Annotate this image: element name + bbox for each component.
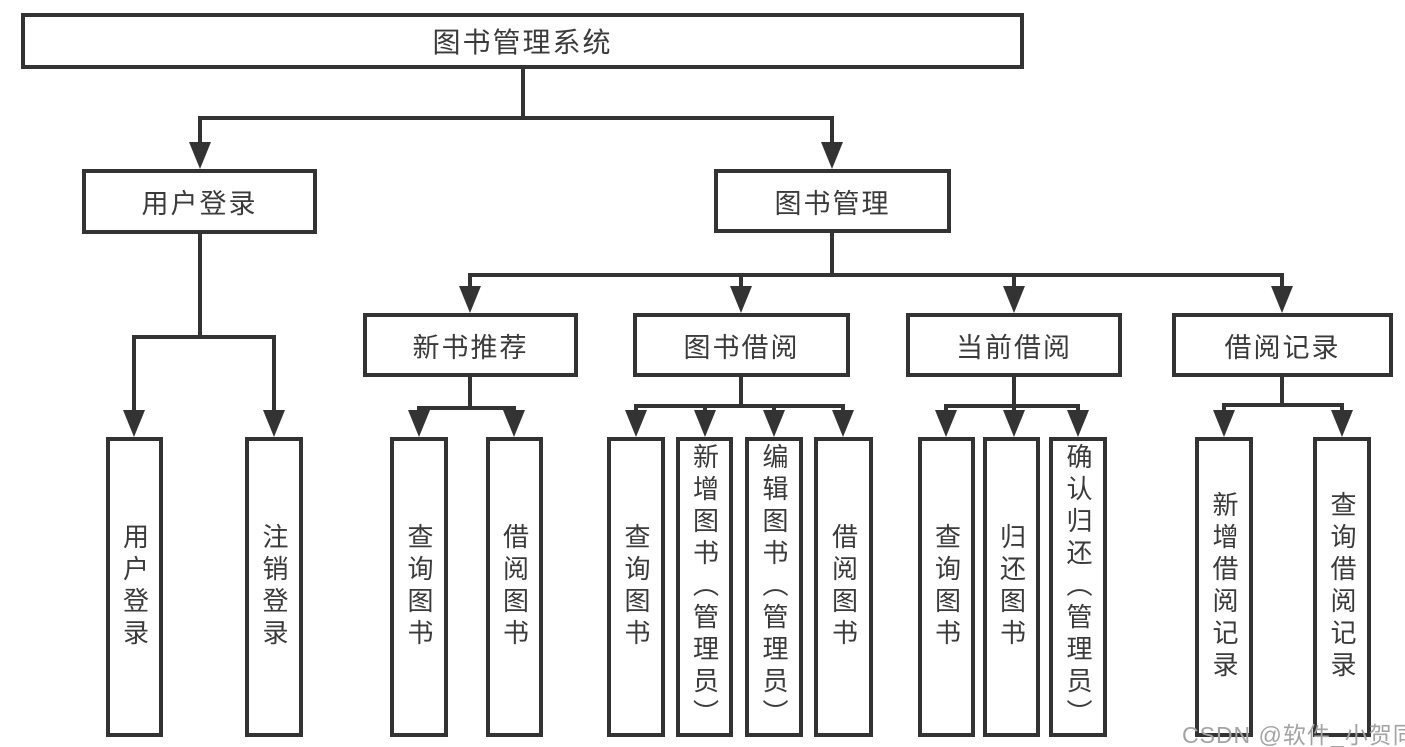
leaf-current-return-book: 归还图书 — [983, 437, 1040, 737]
connector-record-hline — [1222, 403, 1344, 407]
leaf-label: 查询图书 — [404, 523, 434, 651]
node-user-login-label: 用户登录 — [141, 189, 258, 219]
leaf-label: 查询借阅记录 — [1327, 491, 1357, 683]
connector-recommend-drop — [512, 406, 516, 413]
connector-record-drop — [1222, 403, 1226, 413]
connector-user-login-vline — [198, 234, 202, 339]
connector-book-mgmt-hline — [468, 273, 1284, 277]
arrow-down-icon — [694, 410, 716, 437]
connector-root-hline — [198, 116, 834, 120]
connector-recommend-vline — [468, 377, 472, 410]
connector-borrow-drop — [703, 404, 707, 413]
leaf-label: 确认归还（管理员） — [1063, 443, 1093, 731]
connector-user-login-hline — [132, 335, 276, 339]
arrow-down-icon — [1331, 410, 1353, 437]
connector-level3-drop — [1012, 273, 1016, 289]
arrow-down-icon — [1067, 410, 1089, 437]
leaf-label: 查询图书 — [621, 523, 651, 651]
leaf-label: 编辑图书（管理员） — [759, 443, 789, 731]
connector-recommend-hline — [417, 406, 515, 410]
arrow-down-icon — [1213, 410, 1235, 437]
leaf-label: 归还图书 — [996, 523, 1027, 651]
node-book-mgmt: 图书管理 — [714, 169, 951, 233]
connector-current-drop — [1012, 404, 1016, 413]
arrow-down-icon — [730, 286, 752, 313]
arrow-down-icon — [503, 410, 525, 437]
leaf-label: 注销登录 — [259, 523, 289, 651]
connector-root-drop-right — [830, 116, 834, 145]
arrow-down-icon — [123, 410, 145, 437]
connector-level3-drop — [739, 273, 743, 289]
connector-borrow-drop — [634, 404, 638, 413]
leaf-borrow-query-book: 查询图书 — [607, 437, 665, 737]
node-book-mgmt-label: 图书管理 — [774, 188, 891, 219]
connector-record-drop — [1340, 403, 1344, 413]
node-root: 图书管理系统 — [21, 13, 1024, 69]
connector-current-drop — [944, 404, 948, 413]
connector-recommend-drop — [417, 406, 421, 413]
watermark: CSDN @软件_小贺同学 — [1182, 722, 1405, 747]
connector-current-vline — [1012, 377, 1016, 408]
arrow-down-icon — [459, 286, 481, 313]
node-book-borrow-label: 图书借阅 — [683, 332, 800, 363]
connector-level3-drop — [468, 273, 472, 289]
leaf-current-confirm-return-admin: 确认归还（管理员） — [1049, 437, 1107, 737]
leaf-record-query-record: 查询借阅记录 — [1313, 437, 1371, 737]
leaf-borrow-edit-book-admin: 编辑图书（管理员） — [745, 437, 803, 737]
node-user-login: 用户登录 — [82, 169, 317, 234]
connector-root-vline — [521, 69, 525, 120]
connector-user-login-drop — [132, 335, 136, 413]
leaf-user-login: 用户登录 — [106, 437, 163, 737]
node-borrow-record: 借阅记录 — [1172, 313, 1393, 377]
node-root-label: 图书管理系统 — [432, 27, 613, 58]
arrow-down-icon — [821, 142, 843, 169]
leaf-borrow-add-book-admin: 新增图书（管理员） — [676, 437, 733, 737]
leaf-recommend-query-book: 查询图书 — [390, 437, 448, 737]
connector-root-drop-left — [198, 116, 202, 145]
arrow-down-icon — [832, 410, 854, 437]
leaf-label: 借阅图书 — [828, 523, 859, 651]
connector-level3-drop — [1280, 273, 1284, 289]
connector-borrow-vline — [739, 377, 743, 408]
leaf-label: 用户登录 — [119, 523, 150, 651]
arrow-down-icon — [1003, 410, 1025, 437]
leaf-label: 新增图书（管理员） — [689, 443, 720, 731]
leaf-label: 查询图书 — [931, 523, 962, 651]
connector-borrow-drop — [772, 404, 776, 413]
leaf-current-query-book: 查询图书 — [918, 437, 975, 737]
connector-current-drop — [1076, 404, 1080, 413]
leaf-record-add-record: 新增借阅记录 — [1195, 437, 1253, 737]
leaf-borrow-borrow-book: 借阅图书 — [814, 437, 873, 737]
leaf-recommend-borrow-book: 借阅图书 — [486, 437, 543, 737]
node-current-borrow: 当前借阅 — [906, 313, 1122, 377]
leaf-logout-login: 注销登录 — [245, 437, 303, 737]
arrow-down-icon — [625, 410, 647, 437]
leaf-label: 借阅图书 — [499, 523, 530, 651]
node-new-book-recommend-label: 新书推荐 — [412, 332, 529, 363]
leaf-label: 新增借阅记录 — [1209, 491, 1239, 683]
node-current-borrow-label: 当前借阅 — [956, 332, 1072, 363]
connector-user-login-drop — [272, 335, 276, 413]
arrow-down-icon — [189, 142, 211, 169]
arrow-down-icon — [1271, 286, 1293, 313]
arrow-down-icon — [935, 410, 957, 437]
arrow-down-icon — [408, 410, 430, 437]
node-new-book-recommend: 新书推荐 — [363, 313, 578, 377]
arrow-down-icon — [263, 410, 285, 437]
node-borrow-record-label: 借阅记录 — [1224, 332, 1341, 363]
connector-borrow-hline — [634, 404, 845, 408]
arrow-down-icon — [1003, 286, 1025, 313]
node-book-borrow: 图书借阅 — [633, 313, 850, 377]
arrow-down-icon — [763, 410, 785, 437]
connector-borrow-drop — [841, 404, 845, 413]
connector-book-mgmt-vline — [830, 233, 834, 277]
connector-record-vline — [1280, 377, 1284, 407]
